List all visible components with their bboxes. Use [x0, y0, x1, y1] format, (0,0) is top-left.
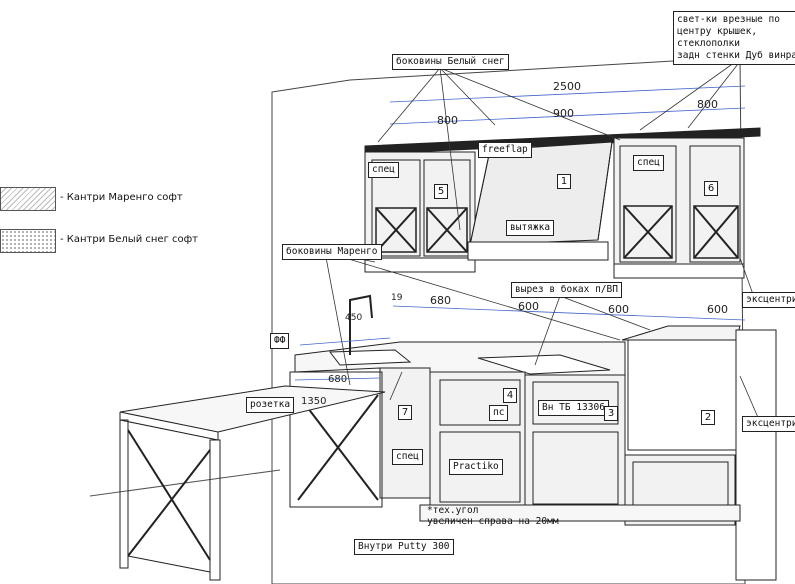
corner-note-line: *тех.угол: [427, 505, 479, 516]
dots-swatch-icon: [0, 229, 56, 253]
cooktop: [477, 354, 611, 375]
lights-line: центру крышек,: [677, 26, 758, 37]
corner-note-line: увеличен справа на 20мм: [427, 516, 559, 527]
freeflap-callout: freeflap: [478, 142, 532, 158]
eccentric-top-callout: эксцентрик: [742, 292, 795, 308]
cutout-callout: вырез в боках п/ВП: [511, 282, 622, 298]
practiko-callout: Practiko: [449, 459, 503, 475]
dim-450: 450: [345, 313, 363, 323]
marker-2: 2: [701, 410, 715, 425]
cornice: [364, 127, 761, 155]
dim-800-right: 800: [697, 98, 718, 111]
spec-lower-callout: спец: [392, 449, 423, 465]
back-wall: [271, 56, 746, 584]
dim-800-left: 800: [437, 114, 458, 127]
lights-line: свет-ки врезные по: [677, 14, 780, 25]
dim-2500: 2500: [553, 80, 581, 93]
dim-680-table: 680: [328, 374, 348, 385]
dim-600-c: 600: [707, 303, 728, 316]
ff-callout: ФФ: [270, 333, 290, 349]
corner-note: *тех.угол увеличен справа на 20мм: [427, 505, 559, 527]
leader-lines: [324, 54, 761, 423]
sides-white-callout: боковины Белый снег: [392, 54, 509, 70]
ps-callout: пс: [489, 405, 509, 421]
spec-upper-left-callout: спец: [368, 162, 399, 178]
faucet: [349, 294, 373, 355]
inside-callout: Внутри Putty 300: [354, 539, 454, 555]
marker-4: 4: [503, 388, 517, 403]
base-cabinets: [379, 367, 741, 526]
hood-cabinet: [467, 141, 613, 261]
dim-900: 900: [553, 107, 574, 120]
marker-7: 7: [398, 405, 412, 420]
built-in-callout: Вн ТБ 13306: [538, 400, 609, 416]
legend-label: - Кантри Маренго софт: [60, 192, 183, 203]
dim-600-b: 600: [608, 303, 629, 316]
lights-callout: свет-ки врезные по центру крышек, стекло…: [673, 11, 795, 65]
marker-1: 1: [557, 174, 571, 189]
dim-600-a: 600: [518, 300, 539, 313]
legend-label: - Кантри Белый снег софт: [60, 234, 198, 245]
sink: [329, 349, 412, 366]
dimension-lines: [294, 85, 746, 381]
socket-callout: розетка: [246, 397, 295, 413]
legend-item-marengo: - Кантри Маренго софт: [0, 187, 200, 213]
hatch-swatch-icon: [0, 187, 56, 211]
lights-line: задн стенки Дуб винрамтик: [677, 50, 795, 61]
tall-cabinet: [621, 325, 777, 581]
sink-base: [289, 371, 383, 508]
table: [119, 385, 386, 581]
eccentric-bottom-callout: эксцентрик: [742, 416, 795, 432]
lights-line: стеклополки: [677, 38, 740, 49]
dim-19: 19: [391, 293, 403, 303]
marker-5: 5: [434, 184, 448, 199]
spec-upper-right-callout: спец: [633, 155, 664, 171]
sides-marengo-callout: боковины Маренго: [282, 244, 382, 260]
marker-6: 6: [704, 181, 718, 196]
dim-680-top: 680: [430, 294, 451, 307]
marker-3: 3: [604, 406, 618, 421]
legend-item-white-snow: - Кантри Белый снег софт: [0, 229, 200, 255]
dim-1350: 1350: [301, 396, 327, 407]
hood-callout: вытяжка: [506, 220, 555, 236]
